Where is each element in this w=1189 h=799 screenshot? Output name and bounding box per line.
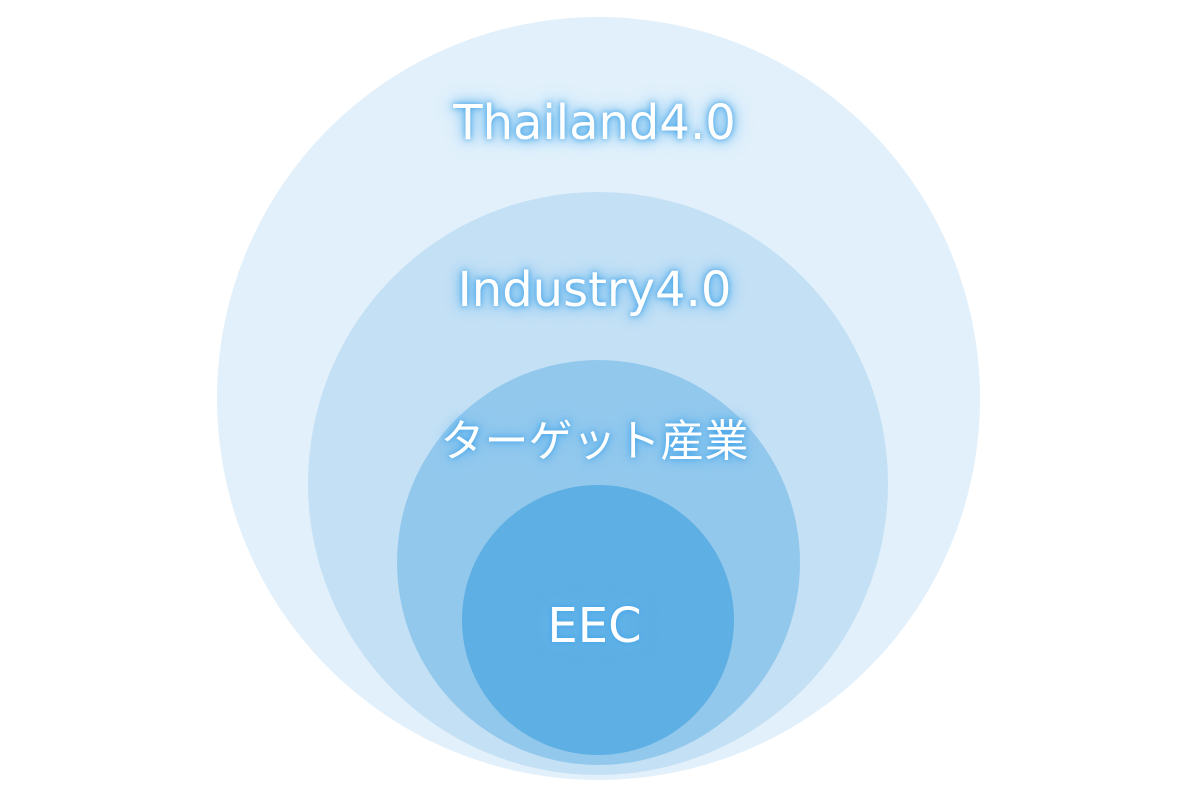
label-industry40: Industry4.0 <box>457 262 732 318</box>
label-thailand40: Thailand4.0 <box>453 95 736 151</box>
label-target-industries: ターゲット産業 <box>440 416 749 467</box>
circle-eec <box>462 485 734 755</box>
label-eec: EEC <box>547 598 642 654</box>
